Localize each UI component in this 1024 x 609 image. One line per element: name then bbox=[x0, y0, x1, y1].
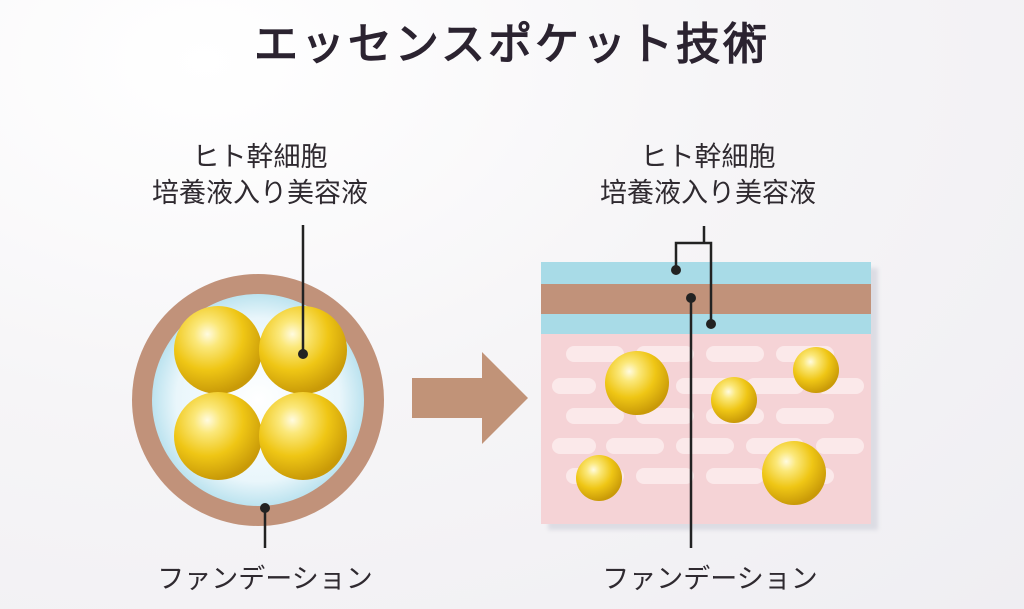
right-essence-label-line2: 培養液入り美容液 bbox=[600, 178, 816, 209]
skin-cell bbox=[706, 468, 764, 484]
essence-droplet bbox=[174, 306, 262, 394]
skin-section bbox=[541, 226, 878, 548]
left-essence-label-line2: 培養液入り美容液 bbox=[152, 178, 368, 209]
skin-cell bbox=[776, 408, 834, 424]
right-foundation-label: ファンデーション bbox=[602, 564, 818, 595]
left-essence-label: ヒト幹細胞 培養液入り美容液 bbox=[100, 140, 420, 212]
right-foundation-dot bbox=[686, 293, 696, 303]
skin-layer-top-blue bbox=[541, 262, 871, 284]
foundation-layer bbox=[541, 284, 871, 314]
essence-droplet bbox=[711, 377, 757, 423]
skin-cell bbox=[746, 378, 804, 394]
right-essence-dot-bottom bbox=[706, 319, 716, 329]
absorbed-droplets bbox=[576, 347, 839, 505]
skin-cell bbox=[552, 438, 596, 454]
skin-cell bbox=[676, 438, 734, 454]
right-essence-label: ヒト幹細胞 培養液入り美容液 bbox=[548, 140, 868, 212]
essence-droplet bbox=[762, 441, 826, 505]
skin-cell bbox=[706, 346, 764, 362]
left-foundation-label: ファンデーション bbox=[157, 564, 373, 595]
transition-arrow bbox=[412, 352, 528, 444]
essence-droplet bbox=[174, 392, 262, 480]
essence-droplet bbox=[605, 351, 669, 415]
skin-cell bbox=[566, 346, 624, 362]
right-essence-label-line1: ヒト幹細胞 bbox=[640, 142, 776, 173]
skin-cell bbox=[636, 468, 694, 484]
essence-droplet bbox=[793, 347, 839, 393]
skin-cell bbox=[566, 408, 624, 424]
skin-cell bbox=[816, 438, 864, 454]
right-essence-dot-top bbox=[671, 265, 681, 275]
left-essence-label-line1: ヒト幹細胞 bbox=[192, 142, 328, 173]
essence-droplet bbox=[259, 392, 347, 480]
right-essence-bracket bbox=[674, 241, 713, 322]
left-foundation-dot bbox=[260, 503, 270, 513]
skin-cell bbox=[552, 378, 596, 394]
left-essence-dot bbox=[298, 349, 308, 359]
essence-droplet bbox=[576, 455, 622, 501]
foundation-particle bbox=[132, 225, 384, 548]
skin-cell bbox=[606, 438, 664, 454]
page-title: エッセンスポケット技術 bbox=[253, 19, 771, 70]
